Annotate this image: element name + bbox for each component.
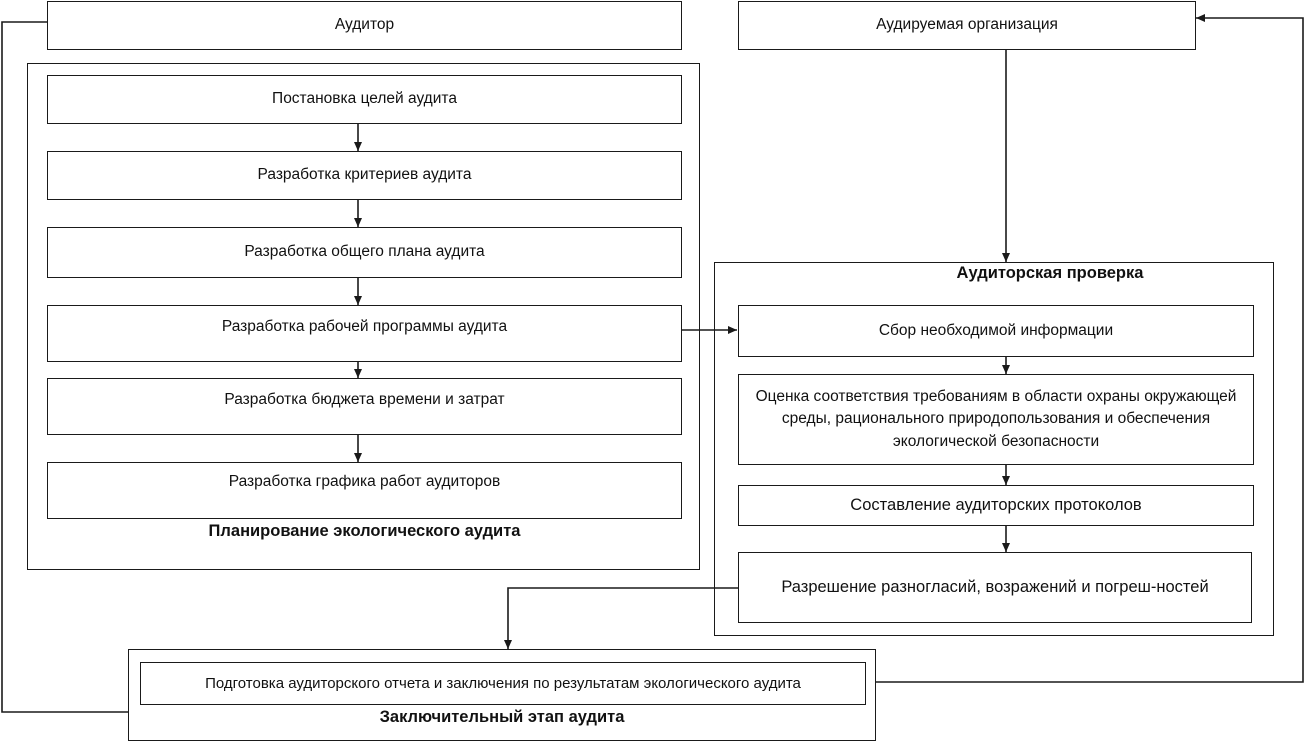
planning-frame (27, 63, 700, 570)
planning-step: Разработка общего плана аудита (47, 227, 682, 278)
auditor-feedback-line (1, 21, 128, 713)
inspection-step-label: Составление аудиторских протоколов (850, 495, 1142, 514)
inspection-step-label: Разрешение разногласий, возражений и пог… (781, 577, 1209, 596)
auditor-box: Аудитор (47, 1, 682, 50)
planning-step-label: Разработка критериев аудита (257, 166, 472, 184)
inspection-step: Разрешение разногласий, возражений и пог… (738, 552, 1252, 623)
final-step: Подготовка аудиторского отчета и заключе… (140, 662, 866, 705)
resolution-to-final-arrow (504, 587, 738, 649)
planning-step-label: Разработка графика работ аудиторов (228, 473, 501, 490)
inspection-step: Оценка соответствия требованиям в област… (738, 374, 1254, 465)
auditee-feedback-line (876, 14, 1304, 683)
auditee-label: Аудируемая организация (876, 16, 1058, 34)
final-title: Заключительный этап аудита (379, 708, 625, 726)
auditee-box: Аудируемая организация (738, 1, 1196, 50)
planning-title: Планирование экологического аудита (208, 522, 521, 540)
final-frame (128, 649, 876, 741)
inspection-step-label: Сбор необходимой информации (878, 321, 1114, 339)
planning-step: Постановка целей аудита (47, 75, 682, 124)
planning-step: Разработка критериев аудита (47, 151, 682, 200)
auditor-label: Аудитор (334, 16, 395, 34)
planning-step-label: Разработка бюджета времени и затрат (224, 391, 505, 408)
inspection-step: Составление аудиторских протоколов (738, 485, 1254, 526)
inspection-frame (714, 262, 1274, 636)
planning-step: Разработка графика работ аудиторов (47, 462, 682, 519)
planning-step-label: Разработка общего плана аудита (244, 243, 485, 261)
planning-step-label: Разработка рабочей программы аудита (221, 318, 508, 335)
planning-step: Разработка рабочей программы аудита (47, 305, 682, 362)
inspection-title: Аудиторская проверка (956, 264, 1144, 282)
planning-step: Разработка бюджета времени и затрат (47, 378, 682, 435)
planning-step-label: Постановка целей аудита (272, 90, 457, 108)
inspection-step: Сбор необходимой информации (738, 305, 1254, 357)
final-step-label: Подготовка аудиторского отчета и заключе… (205, 674, 801, 692)
inspection-step-label: Оценка соответствия требованиям в област… (755, 387, 1237, 450)
